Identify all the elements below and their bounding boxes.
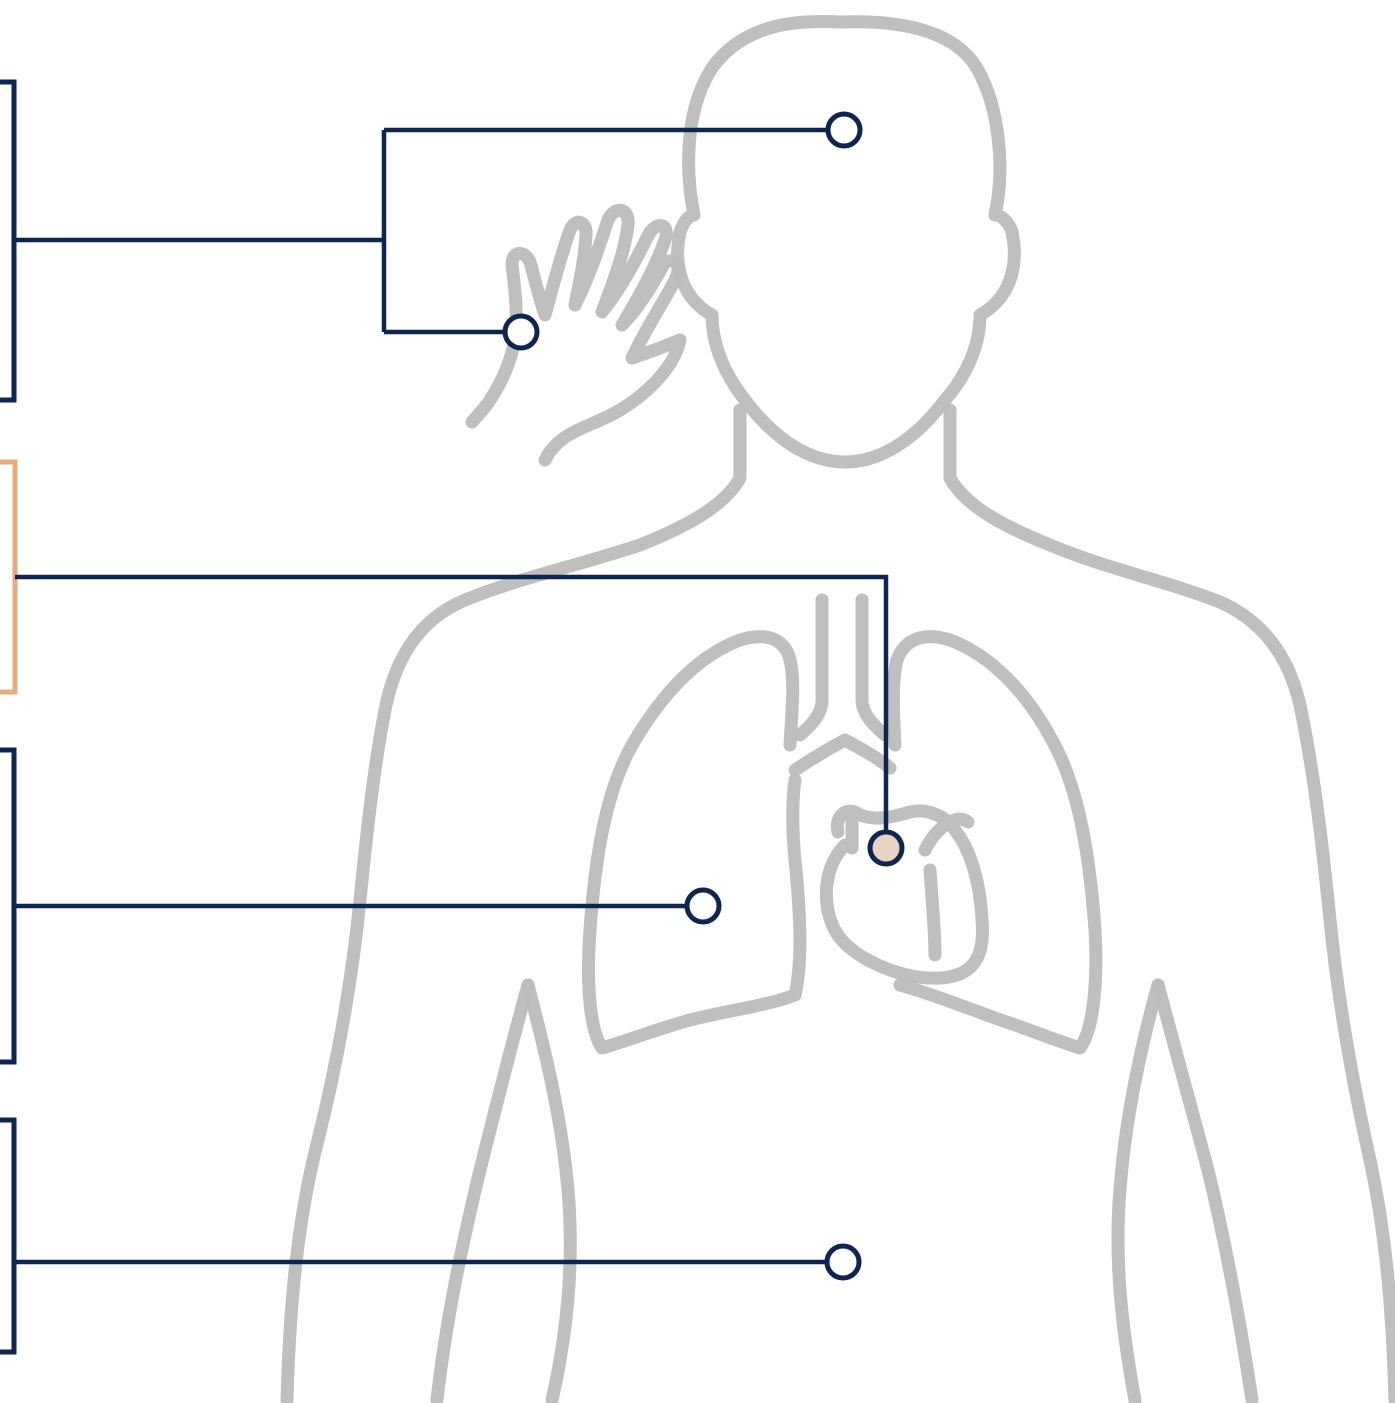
callout-brackets — [0, 82, 15, 1352]
connector-lines — [14, 130, 886, 1262]
connector-head-and-hand — [14, 130, 828, 332]
head-marker[interactable] — [828, 114, 860, 146]
heart-outline — [826, 811, 982, 978]
abdomen-marker[interactable] — [827, 1246, 859, 1278]
head-outline — [678, 22, 1015, 462]
left-torso-side-outline — [528, 985, 570, 1400]
connector-heart — [15, 577, 886, 832]
point-markers — [505, 114, 902, 1278]
right-inner-arm-outline — [1158, 985, 1252, 1400]
callout-bracket-heart[interactable] — [0, 462, 15, 692]
hand-marker[interactable] — [505, 316, 537, 348]
trachea-outline — [795, 600, 890, 770]
right-torso-side-outline — [1118, 985, 1158, 1400]
right-shoulder-outline — [950, 410, 1395, 1400]
body-silhouette — [287, 22, 1395, 1400]
left-inner-arm-outline — [437, 985, 528, 1400]
callout-bracket-abdomen[interactable] — [0, 1120, 14, 1352]
callout-bracket-lungs[interactable] — [0, 750, 14, 1062]
lung-marker[interactable] — [687, 890, 719, 922]
left-lung-outline — [589, 637, 800, 1048]
heart-marker[interactable] — [870, 832, 902, 864]
callout-bracket-head-and-hand[interactable] — [0, 82, 14, 400]
